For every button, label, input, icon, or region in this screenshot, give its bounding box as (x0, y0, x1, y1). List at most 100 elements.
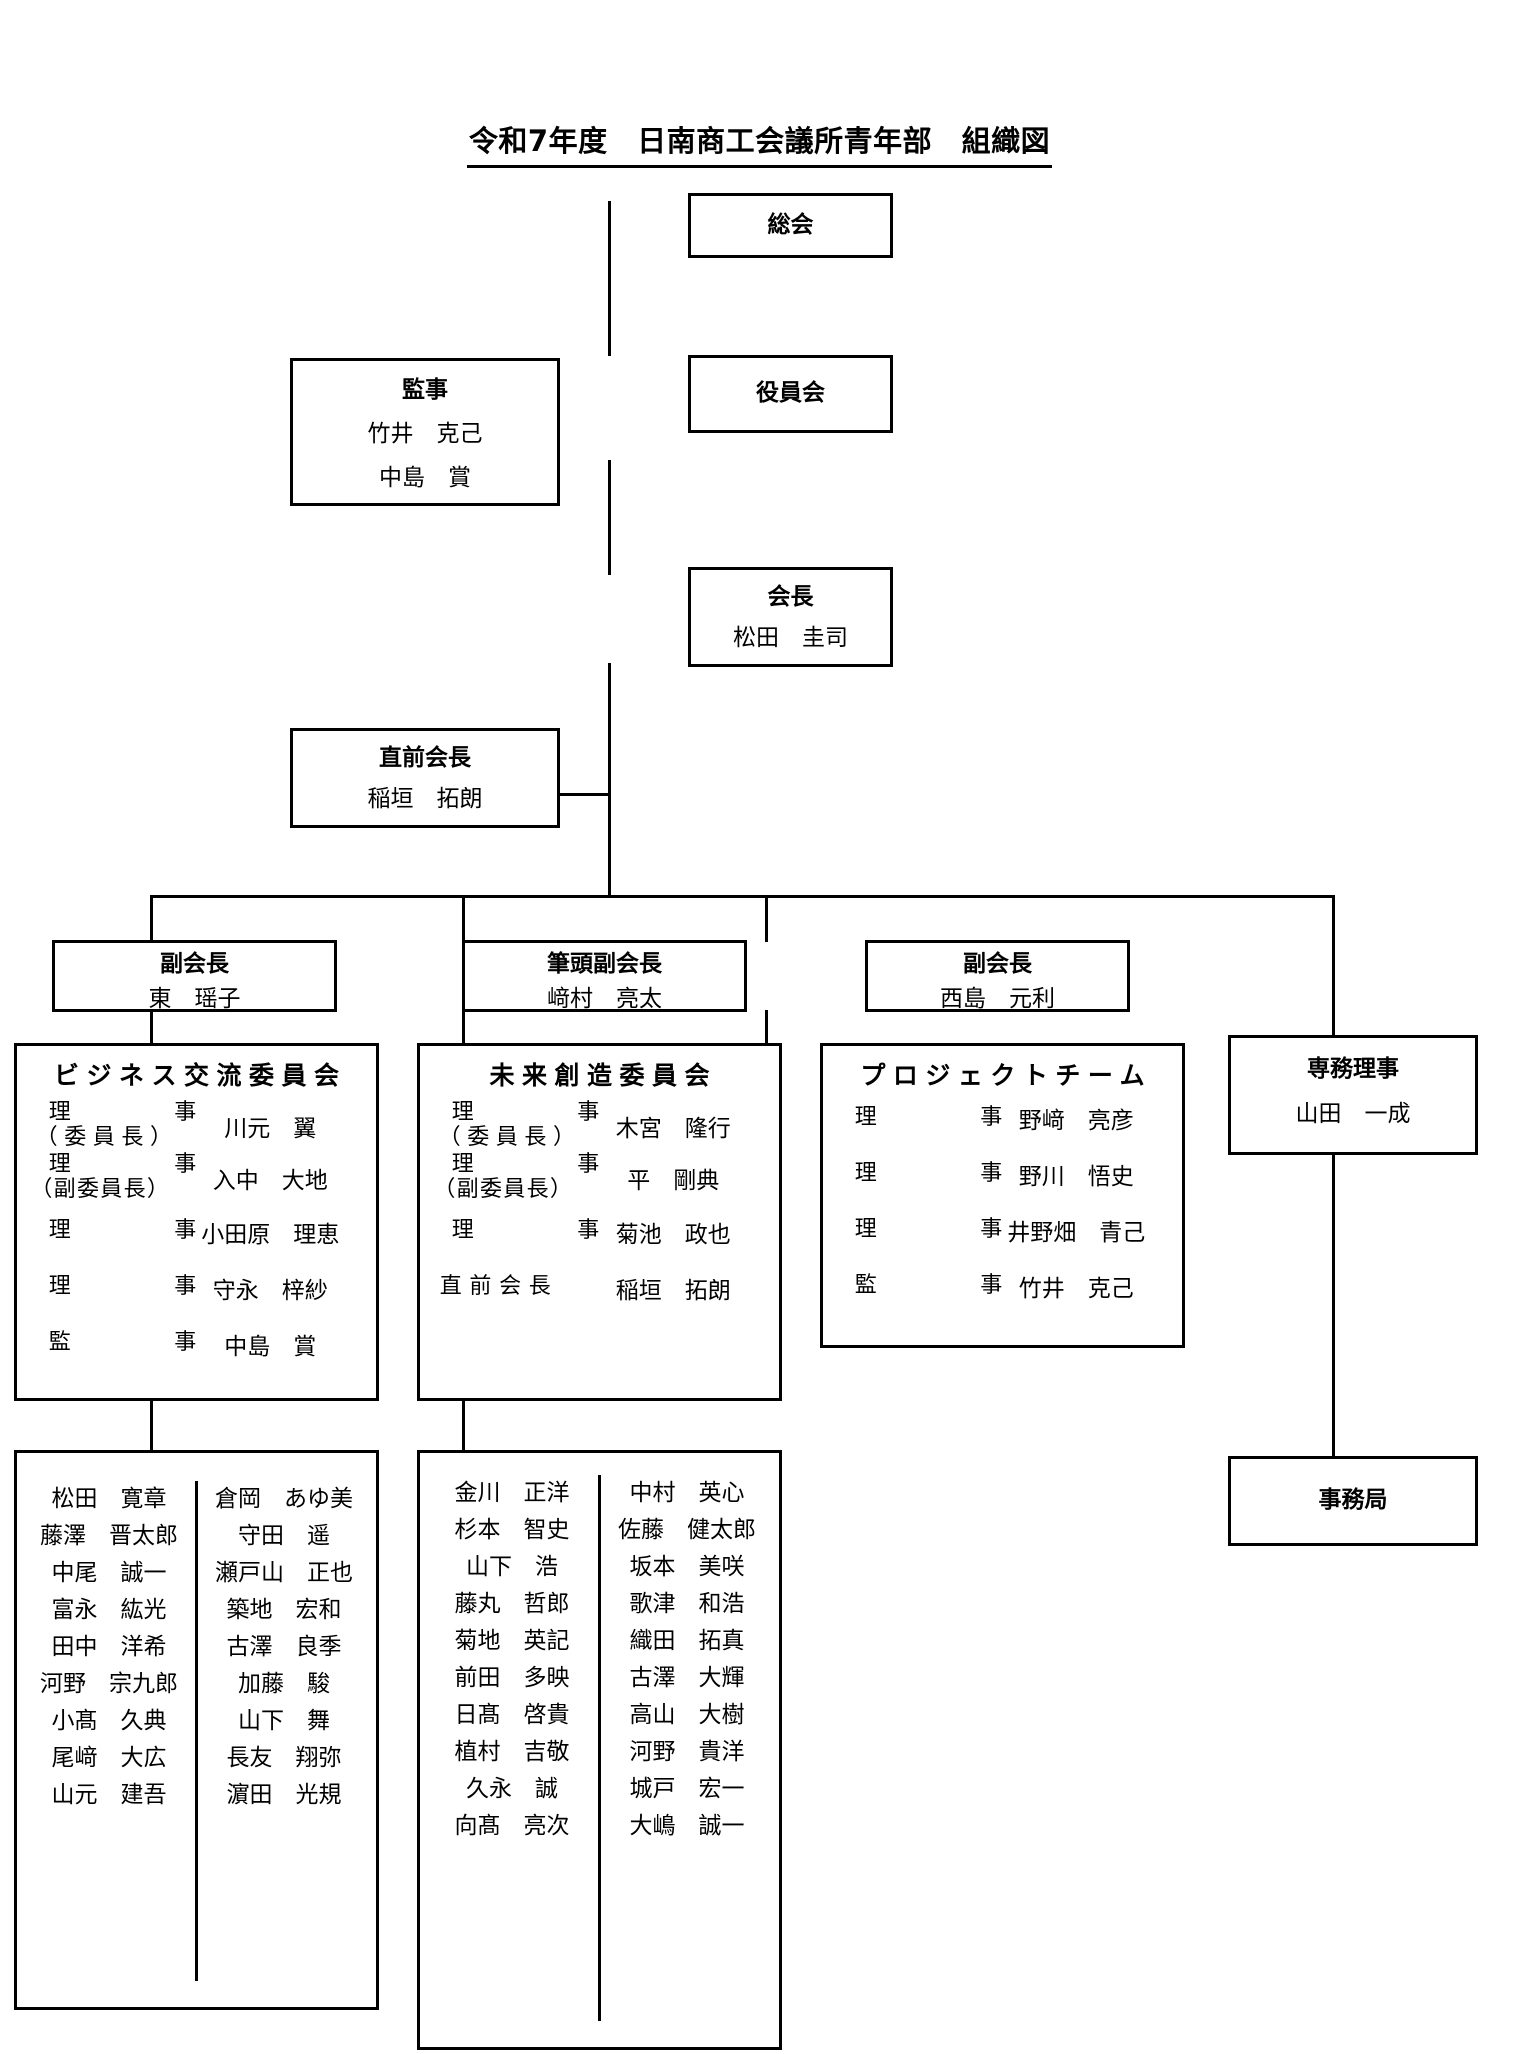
general-meeting-title: 総会 (767, 211, 814, 238)
vice-president-left-name: 東 瑶子 (148, 986, 241, 1013)
member-name: 城戸 宏一 (629, 1776, 745, 1802)
member-name: 山元 建吾 (51, 1782, 167, 1808)
member-name: 高山 大樹 (629, 1702, 745, 1728)
page-title: 令和7年度 日南商工会議所青年部 組織図 (0, 118, 1519, 168)
node-auditors[interactable]: 監事 竹井 克己 中島 賞 (290, 358, 560, 506)
managing-director-title: 専務理事 (1307, 1056, 1399, 1082)
future-committee-heading: 未来創造委員会 (489, 1061, 717, 1090)
connector-svp-to-future-committee (462, 1010, 465, 1045)
roster-role: 監 事 (835, 1272, 1022, 1299)
member-name: 大嶋 誠一 (629, 1813, 745, 1839)
immediate-past-president-title: 直前会長 (379, 745, 471, 771)
connector-vp-right-to-project-team (765, 1010, 768, 1045)
roster-role-main: 理 事 (48, 1152, 216, 1178)
node-managing-director[interactable]: 専務理事 山田 一成 (1228, 1035, 1478, 1155)
member-name: 田中 洋希 (51, 1634, 167, 1660)
node-secretariat[interactable]: 事務局 (1228, 1456, 1478, 1546)
roster-role-main: 理 事 (48, 1274, 216, 1300)
roster-role-sub: （副委員長） (433, 1176, 574, 1202)
secretariat-title: 事務局 (1318, 1487, 1388, 1514)
connector-managing-director-to-secretariat (1332, 1153, 1335, 1458)
roster-row: 理 事 菊池 政也 (432, 1215, 767, 1249)
member-name: 長友 翔弥 (226, 1745, 342, 1771)
vice-president-left-title: 副会長 (160, 951, 229, 977)
roster-person: 井野畑 青己 (1007, 1220, 1146, 1246)
member-name: 向髙 亮次 (454, 1813, 570, 1839)
business-committee-roster: 理 事 （委員長） 川元 翼 理 事 （副委員長） 入中 大地 理 事 小田原 … (29, 1100, 364, 1361)
member-name: 前田 多映 (454, 1665, 570, 1691)
member-name: 佐藤 健太郎 (618, 1517, 756, 1543)
roster-row: 直前会長 稲垣 拓朗 (432, 1271, 767, 1305)
roster-row: 理 事 守永 梓紗 (29, 1271, 364, 1305)
future-committee-roster: 理 事 （委員長） 木宮 隆行 理 事 （副委員長） 平 剛典 理 事 菊池 政… (432, 1100, 767, 1305)
panel-business-committee[interactable]: ビジネス交流委員会 理 事 （委員長） 川元 翼 理 事 （副委員長） 入中 大… (14, 1043, 379, 1401)
member-list-business[interactable]: 松田 寛章 藤澤 晋太郎 中尾 誠一 富永 紘光 田中 洋希 河野 宗九郎 小髙… (14, 1450, 379, 2010)
managing-director-name: 山田 一成 (1295, 1101, 1411, 1128)
project-team-heading: プロジェクトチーム (860, 1061, 1153, 1090)
roster-row: 理 事 小田原 理恵 (29, 1215, 364, 1249)
roster-role-main: 理 事 (48, 1100, 216, 1125)
node-immediate-past-president[interactable]: 直前会長 稲垣 拓朗 (290, 728, 560, 828)
president-title: 会長 (767, 584, 814, 610)
roster-person: 小田原 理恵 (201, 1221, 340, 1248)
connector-future-committee-to-members (462, 1400, 465, 1450)
node-president[interactable]: 会長 松田 圭司 (688, 567, 893, 667)
senior-vice-president-name: 﨑村 亮太 (547, 986, 662, 1013)
senior-vice-president-title: 筆頭副会長 (547, 951, 662, 977)
roster-role-main: 理 事 (854, 1104, 1022, 1130)
node-general-meeting[interactable]: 総会 (688, 193, 893, 258)
member-column-right: 中村 英心 佐藤 健太郎 坂本 美咲 歌津 和浩 織田 拓真 古澤 大輝 高山 … (598, 1475, 773, 2021)
connector-general-to-board (608, 201, 611, 356)
member-name: 日髙 啓貴 (454, 1702, 570, 1728)
roster-role: 理 事 （副委員長） (432, 1153, 599, 1202)
member-name: 松田 寛章 (51, 1486, 167, 1512)
project-team-roster: 理 事 野﨑 亮彦 理 事 野川 悟史 理 事 井野畑 青己 監 事 (835, 1101, 1170, 1303)
member-column-right: 倉岡 あゆ美 守田 遥 瀬戸山 正也 築地 宏和 古澤 良季 加藤 駿 山下 舞… (195, 1481, 370, 1981)
roster-role: 理 事 (29, 1219, 196, 1244)
roster-role-main: 監 事 (854, 1272, 1022, 1298)
roster-role: 理 事 (835, 1104, 1022, 1131)
member-name: 植村 吉敬 (454, 1739, 570, 1765)
connector-bar-to-managing-director (1332, 895, 1335, 1035)
connector-distribution-bar (150, 895, 1335, 898)
roster-row: 理 事 （副委員長） 平 剛典 (432, 1153, 767, 1202)
member-name: 瀬戸山 正也 (215, 1560, 353, 1586)
node-board[interactable]: 役員会 (688, 355, 893, 433)
roster-row: 理 事 野﨑 亮彦 (835, 1101, 1170, 1135)
roster-role: 理 事 (29, 1274, 216, 1300)
member-list-future[interactable]: 金川 正洋 杉本 智史 山下 浩 藤丸 哲郎 菊地 英記 前田 多映 日髙 啓貴… (417, 1450, 782, 2050)
member-name: 古澤 良季 (226, 1634, 342, 1660)
member-name: 守田 遥 (238, 1523, 330, 1549)
roster-role-main: 理 事 (451, 1218, 619, 1244)
node-vice-president-left[interactable]: 副会長 東 瑶子 (52, 940, 337, 1012)
roster-person: 木宮 隆行 (615, 1115, 731, 1142)
member-name: 富永 紘光 (51, 1597, 167, 1623)
node-senior-vice-president[interactable]: 筆頭副会長 﨑村 亮太 (462, 940, 747, 1012)
roster-role-main: 監 事 (48, 1330, 216, 1356)
immediate-past-president-name: 稲垣 拓朗 (367, 786, 483, 813)
member-name: 古澤 大輝 (629, 1665, 745, 1691)
member-column-left: 金川 正洋 杉本 智史 山下 浩 藤丸 哲郎 菊地 英記 前田 多映 日髙 啓貴… (426, 1475, 598, 2021)
roster-person: 稲垣 拓朗 (615, 1277, 731, 1304)
roster-person: 守永 梓紗 (212, 1277, 328, 1304)
member-column-left: 松田 寛章 藤澤 晋太郎 中尾 誠一 富永 紘光 田中 洋希 河野 宗九郎 小髙… (23, 1481, 195, 1981)
auditors-member-2: 中島 賞 (379, 465, 471, 492)
panel-project-team[interactable]: プロジェクトチーム 理 事 野﨑 亮彦 理 事 野川 悟史 理 事 井野畑 青己 (820, 1043, 1185, 1348)
member-name: 久永 誠 (466, 1776, 558, 1802)
member-name: 濵田 光規 (226, 1782, 342, 1808)
roster-role-sub: （委員長） (438, 1124, 582, 1150)
member-name: 小髙 久典 (51, 1708, 167, 1734)
panel-future-committee[interactable]: 未来創造委員会 理 事 （委員長） 木宮 隆行 理 事 （副委員長） 平 剛典 … (417, 1043, 782, 1401)
member-name: 菊地 英記 (454, 1628, 570, 1654)
roster-role: 監 事 (29, 1330, 216, 1356)
node-vice-president-right[interactable]: 副会長 西島 元利 (865, 940, 1130, 1012)
roster-role-main: 理 事 (451, 1100, 619, 1125)
connector-business-committee-to-members (150, 1400, 153, 1450)
member-name: 中尾 誠一 (51, 1560, 167, 1586)
vice-president-right-name: 西島 元利 (940, 986, 1055, 1013)
roster-role: 理 事 (835, 1217, 1002, 1243)
roster-role: 理 事 （委員長） (432, 1100, 619, 1150)
roster-row: 理 事 （委員長） 木宮 隆行 (432, 1100, 767, 1150)
roster-person: 竹井 克己 (1018, 1276, 1134, 1302)
